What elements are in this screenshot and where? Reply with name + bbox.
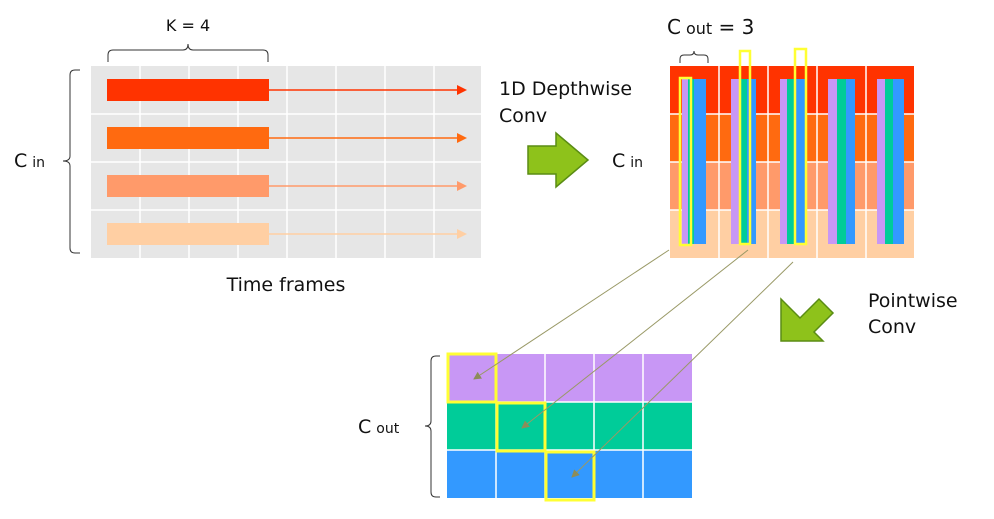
output-column-3 bbox=[780, 79, 806, 244]
depthwise-output bbox=[670, 47, 914, 258]
kernel-brace-icon bbox=[107, 43, 269, 62]
output-column-1 bbox=[682, 79, 706, 244]
connector-2 bbox=[521, 249, 749, 429]
depthwise-label-line-1: 1D Depthwise bbox=[499, 78, 632, 100]
highlight-cout-2 bbox=[738, 49, 752, 246]
highlight-cout-1 bbox=[678, 76, 693, 247]
cout-brace-icon bbox=[679, 50, 709, 63]
input-grid bbox=[91, 66, 481, 258]
pointwise-label-line-1: Pointwise bbox=[868, 290, 958, 312]
highlight-cell-2 bbox=[495, 401, 547, 453]
kernel-bar-channel-1 bbox=[107, 79, 269, 101]
kernel-bar-channel-3 bbox=[107, 175, 269, 197]
depthwise-label-line-2: Conv bbox=[499, 105, 547, 127]
kernel-bar-channel-2 bbox=[107, 127, 269, 149]
slide-arrow-channel-1 bbox=[269, 85, 467, 95]
time-frames-label: Time frames bbox=[226, 274, 346, 296]
pointwise-output-grid bbox=[446, 352, 692, 502]
pointwise-arrow-icon bbox=[780, 297, 835, 342]
kernel-bar-channel-4 bbox=[107, 223, 269, 245]
cout-bottom-brace-icon bbox=[424, 355, 440, 498]
slide-arrow-channel-2 bbox=[269, 133, 467, 143]
connector-lines bbox=[473, 249, 794, 478]
highlight-cell-3 bbox=[544, 450, 596, 502]
cin-brace-icon bbox=[62, 69, 80, 254]
output-column-5 bbox=[877, 79, 904, 244]
slide-arrow-channel-3 bbox=[269, 181, 467, 191]
highlight-cout-3 bbox=[793, 47, 808, 246]
output-column-2 bbox=[731, 79, 756, 244]
depthwise-arrow-icon bbox=[527, 131, 590, 189]
output-column-4 bbox=[828, 79, 855, 244]
connector-3 bbox=[571, 261, 794, 478]
pointwise-label-line-2: Conv bbox=[868, 316, 916, 338]
slide-arrow-channel-4 bbox=[269, 229, 467, 239]
highlight-cell-1 bbox=[446, 352, 498, 404]
connector-1 bbox=[473, 249, 670, 380]
kernel-size-label: K = 4 bbox=[166, 16, 210, 35]
